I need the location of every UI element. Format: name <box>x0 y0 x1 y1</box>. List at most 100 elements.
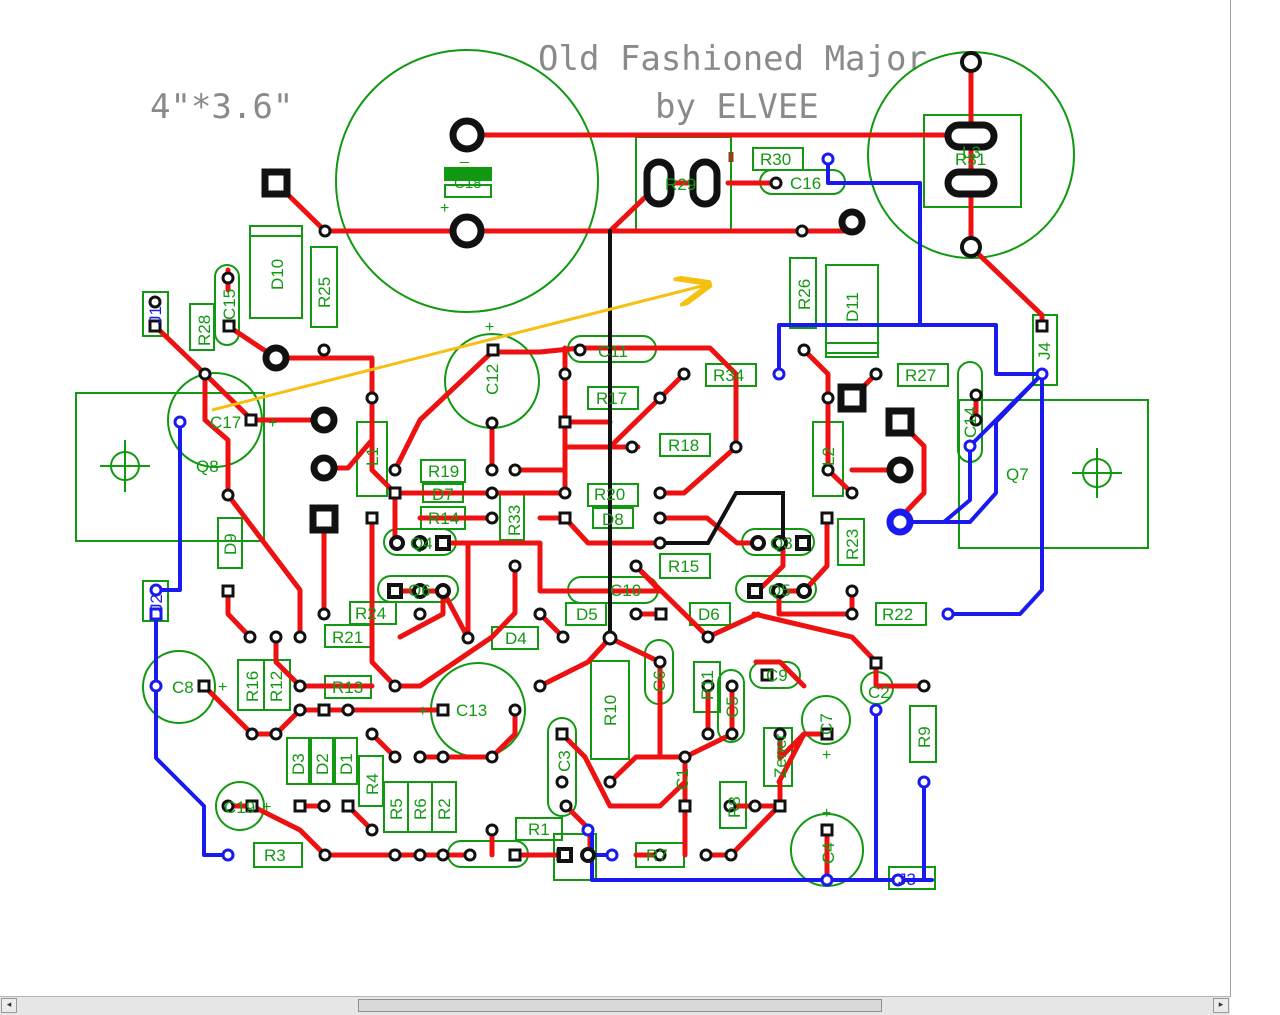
svg-text:+: + <box>218 679 227 696</box>
label-r23: R23 <box>843 529 862 560</box>
label-c11: C11 <box>598 342 628 361</box>
label-r24: R24 <box>355 604 386 623</box>
label-zener: Zener <box>771 733 790 778</box>
label-c2: C2 <box>868 683 890 702</box>
label-r5: R5 <box>387 798 406 820</box>
label-d5: D5 <box>576 605 598 624</box>
label-c16: C16 <box>790 174 821 193</box>
jumper-wires <box>608 229 785 640</box>
label-d9: D9 <box>221 533 240 555</box>
label-c10: C10 <box>610 581 641 600</box>
polarity-marks: + _ + + + + + + + <box>218 147 831 822</box>
label-r17: R17 <box>596 389 627 408</box>
label-r11: R11 <box>698 670 717 700</box>
label-j3: J3 <box>898 870 916 889</box>
label-r9: R9 <box>915 726 934 748</box>
oval-pads <box>643 121 998 208</box>
pcb-canvas: Old Fashioned Major by ELVEE 4"*3.6" <box>0 0 1231 997</box>
label-r29: R29 <box>665 175 696 194</box>
label-r34: R34 <box>713 366 744 385</box>
label-c15: C15 <box>220 289 239 320</box>
label-d4: D4 <box>505 629 527 648</box>
label-c1: C1 <box>673 768 692 790</box>
label-r8: R8 <box>725 796 744 818</box>
label-q6: Q6 <box>408 581 431 600</box>
label-c9: C9 <box>766 666 788 685</box>
label-d10: D10 <box>268 259 287 290</box>
square-pads <box>261 168 915 534</box>
svg-text:+: + <box>268 415 277 432</box>
transistor-pads <box>387 535 812 863</box>
label-r10: R10 <box>601 695 620 726</box>
label-r13: R13 <box>332 678 363 697</box>
label-r21: R21 <box>332 628 363 647</box>
scroll-right-button[interactable]: ▸ <box>1213 998 1229 1013</box>
label-r6: R6 <box>411 798 430 820</box>
label-d8: D8 <box>602 510 624 529</box>
horizontal-scrollbar[interactable]: ◂ ▸ <box>0 996 1230 1015</box>
label-c5: C5 <box>723 696 742 718</box>
label-q8: Q8 <box>196 457 219 476</box>
label-c14: C14 <box>961 407 980 438</box>
annotation-arrow <box>211 285 706 412</box>
label-r4: R4 <box>363 773 382 795</box>
label-d1: D1 <box>337 753 356 775</box>
label-d3: D3 <box>289 753 308 775</box>
svg-text:+: + <box>822 747 831 764</box>
label-r19: R19 <box>428 462 459 481</box>
large-pads <box>262 51 982 536</box>
top-layer-traces <box>152 59 1045 883</box>
label-r20: R20 <box>594 485 625 504</box>
svg-text:+: + <box>262 799 271 816</box>
arrow-right-icon: ▸ <box>1218 1000 1224 1010</box>
label-c19: C19 <box>224 798 255 817</box>
svg-text:+: + <box>822 805 831 822</box>
label-r30: R30 <box>760 150 791 169</box>
label-r31: R31 <box>955 150 986 169</box>
bottom-layer-traces <box>154 157 1044 882</box>
label-c4: C4 <box>819 842 838 864</box>
label-r2: R2 <box>435 798 454 820</box>
label-q3: Q3 <box>770 534 793 553</box>
scroll-thumb[interactable] <box>358 999 882 1012</box>
board-title: Old Fashioned Major <box>538 39 927 79</box>
label-c7: C7 <box>817 713 836 735</box>
label-l2: L2 <box>819 447 838 466</box>
board-size: 4"*3.6" <box>150 87 293 127</box>
label-r18: R18 <box>668 436 699 455</box>
label-c3: C3 <box>555 750 574 772</box>
label-r16: R16 <box>243 671 262 702</box>
scroll-left-button[interactable]: ◂ <box>1 998 17 1013</box>
label-c8: C8 <box>172 678 194 697</box>
title-block: Old Fashioned Major by ELVEE 4"*3.6" <box>150 39 927 127</box>
label-c12: C12 <box>483 364 502 395</box>
label-j1: J1 <box>146 306 165 324</box>
svg-text:_: _ <box>459 147 470 164</box>
label-r14: R14 <box>428 509 459 528</box>
svg-text:+: + <box>418 703 427 720</box>
arrow-left-icon: ◂ <box>6 1000 12 1010</box>
label-r25: R25 <box>315 277 334 308</box>
label-l1: L1 <box>363 447 382 466</box>
svg-text:+: + <box>440 200 449 217</box>
label-r26: R26 <box>795 279 814 310</box>
blue-pads <box>149 152 1049 887</box>
label-j4: J4 <box>1035 342 1054 360</box>
label-c6: C6 <box>650 670 669 692</box>
label-c17: C17 <box>210 413 241 432</box>
label-q4: Q4 <box>410 534 433 553</box>
label-r1: R1 <box>528 820 550 839</box>
label-r15: R15 <box>668 557 699 576</box>
label-r33: R33 <box>505 505 524 536</box>
label-r22: R22 <box>882 605 913 624</box>
small-pads <box>148 176 983 862</box>
label-d2: D2 <box>313 753 332 775</box>
board-subtitle: by ELVEE <box>655 87 819 127</box>
label-j2: J2 <box>147 594 166 612</box>
label-l3: L3 <box>962 143 981 162</box>
label-r7: R7 <box>646 846 668 865</box>
label-r27: R27 <box>905 366 936 385</box>
label-d6: D6 <box>698 605 720 624</box>
label-q5: Q5 <box>768 581 791 600</box>
svg-text:+: + <box>485 319 494 336</box>
